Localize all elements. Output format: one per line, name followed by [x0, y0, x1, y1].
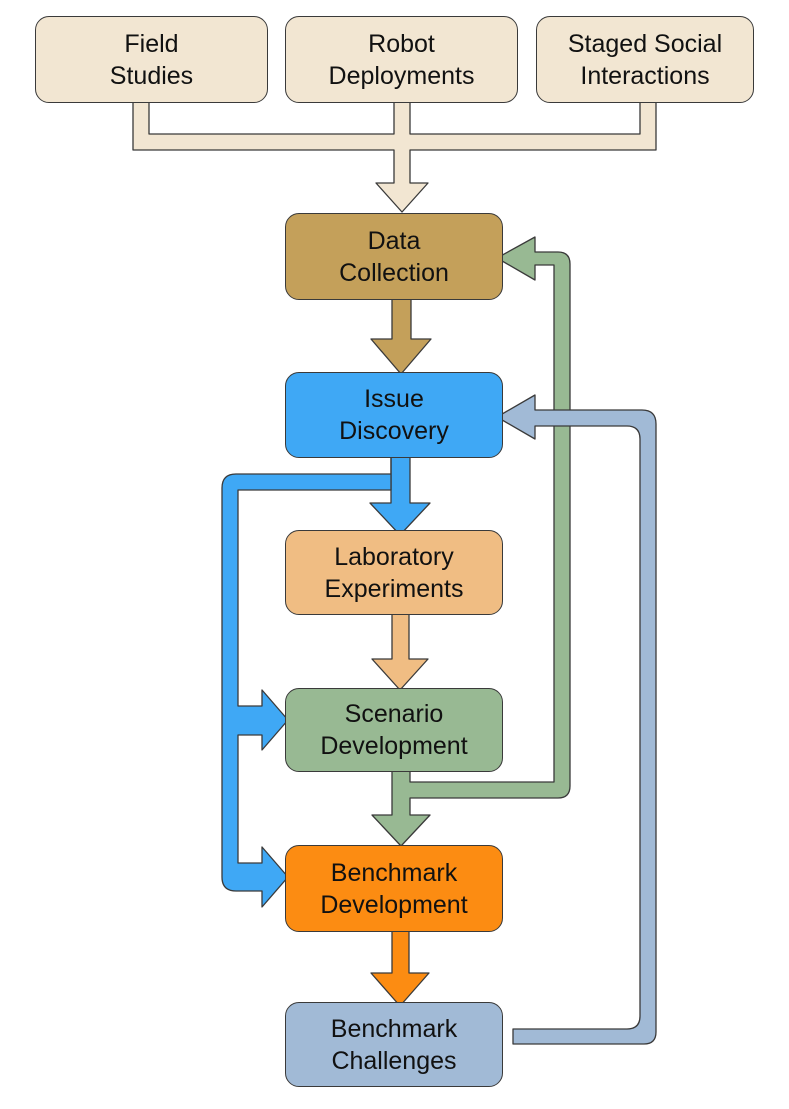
- data-collection-box: Data Collection: [285, 213, 503, 300]
- staged-social-interactions-box: Staged Social Interactions: [536, 16, 754, 103]
- staged-social-interactions-label: Staged Social Interactions: [567, 29, 723, 90]
- field-studies-box: Field Studies: [35, 16, 268, 103]
- benchmark-development-box: Benchmark Development: [285, 845, 503, 932]
- discovery-to-lab-arrow: [369, 455, 431, 536]
- challenges-feedback-arrow: [496, 394, 657, 1045]
- benchmark-development-label: Benchmark Development: [320, 858, 468, 919]
- issue-discovery-box: Issue Discovery: [285, 372, 503, 458]
- benchmark-to-challenges-arrow: [370, 929, 430, 1007]
- data-collection-label: Data Collection: [339, 226, 449, 287]
- lab-to-scenario-arrow: [371, 612, 429, 691]
- sources-merge-arrow: [132, 99, 657, 213]
- scenario-development-label: Scenario Development: [320, 700, 468, 760]
- scenario-development-box: Scenario Development: [285, 688, 503, 772]
- robot-deployments-box: Robot Deployments: [285, 16, 518, 103]
- benchmark-challenges-label: Benchmark Challenges: [330, 1014, 458, 1075]
- discovery-side-loop-arrow: [221, 455, 392, 908]
- robot-deployments-label: Robot Deployments: [328, 29, 475, 90]
- issue-discovery-label: Issue Discovery: [339, 385, 449, 445]
- laboratory-experiments-box: Laboratory Experiments: [285, 530, 503, 615]
- collection-to-discovery-arrow: [370, 297, 432, 375]
- field-studies-label: Field Studies: [109, 29, 194, 90]
- benchmark-challenges-box: Benchmark Challenges: [285, 1002, 503, 1087]
- scenario-feedback-arrow: [371, 236, 571, 847]
- laboratory-experiments-label: Laboratory Experiments: [324, 542, 464, 603]
